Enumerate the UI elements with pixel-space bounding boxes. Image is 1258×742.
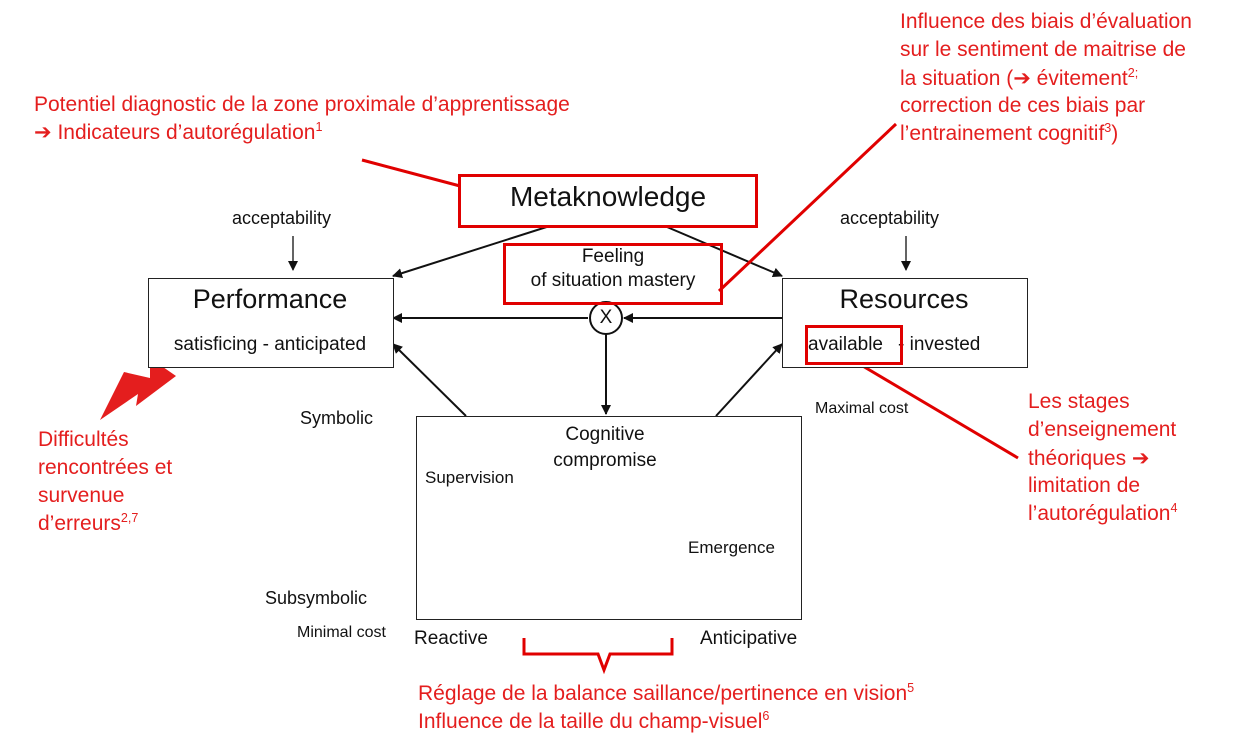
subsymbolic-label: Subsymbolic: [265, 588, 368, 608]
annotation-top-right-line4: correction de ces biais par: [900, 94, 1146, 117]
lightning-icon: [100, 358, 176, 420]
callout-line-metaknowledge: [361, 158, 461, 188]
resources-box: [782, 278, 1028, 368]
feeling-highlight: [503, 243, 723, 305]
annotation-right-line3: théoriques ➔: [1028, 447, 1150, 470]
callout-line-feeling: [717, 122, 898, 293]
bottom-brace: [522, 638, 674, 675]
annotation-right-line4: limitation de: [1028, 474, 1141, 497]
annotation-right-line5: l’autorégulation4: [1028, 501, 1178, 525]
annotation-left-line4: d’erreurs2,7: [38, 511, 139, 535]
cognitive-line1: Cognitive: [565, 424, 645, 445]
cognitive-line2: compromise: [553, 450, 657, 471]
resources-title: Resources: [839, 284, 969, 314]
arrow-right-icon: ➔: [34, 121, 52, 144]
performance-box: [148, 278, 394, 368]
available-highlight: [805, 325, 903, 365]
metaknowledge-highlight: [458, 174, 758, 228]
annotation-bottom-line1: Réglage de la balance saillance/pertinen…: [418, 681, 915, 705]
annotation-right-line2: d’enseignement: [1028, 418, 1177, 441]
resources-sub-rest: - invested: [898, 334, 981, 355]
reactive-label: Reactive: [414, 628, 488, 649]
compromise-to-performance-arrow: [392, 343, 467, 417]
supervision-label: Supervision: [425, 468, 514, 487]
annotation-bottom-line2: Influence de la taille du champ-visuel6: [418, 709, 770, 733]
metaknowledge-box: [460, 176, 758, 226]
annotation-left-line2: rencontrées et: [38, 456, 173, 479]
feeling-line2: of situation mastery: [530, 270, 696, 291]
performance-title: Performance: [192, 284, 348, 314]
feeling-line1: Feeling: [581, 246, 645, 267]
callout-line-available: [855, 360, 1019, 460]
metaknowledge-label: Metaknowledge: [509, 181, 707, 212]
performance-sub: satisficing - anticipated: [173, 334, 367, 355]
acceptability-left: acceptability: [232, 208, 332, 228]
multiply-symbol: X: [599, 307, 613, 328]
annotation-top-right-line3: la situation (➔ évitement2;: [900, 66, 1139, 90]
annotation-top-right-line2: sur le sentiment de maitrise de: [900, 38, 1186, 61]
anticipative-label: Anticipative: [700, 628, 798, 649]
symbolic-label: Symbolic: [300, 408, 374, 428]
emergence-label: Emergence: [688, 538, 775, 557]
annotation-top-left-line1: Potentiel diagnostic de la zone proximal…: [34, 93, 570, 116]
annotation-left-line3: survenue: [38, 484, 125, 507]
annotation-right-line1: Les stages: [1028, 390, 1130, 413]
annotation-top-right-line1: Influence des biais d’évaluation: [900, 10, 1192, 33]
arrow-right-icon: ➔: [1013, 67, 1031, 90]
annotation-top-left-line2: ➔ Indicateurs d’autorégulation1: [34, 120, 323, 144]
maximal-cost-label: Maximal cost: [815, 400, 909, 417]
arrow-right-icon: ➔: [1131, 447, 1150, 470]
annotation-top-right-line5: l’entrainement cognitif3): [900, 121, 1119, 145]
compromise-to-resources-arrow: [715, 343, 783, 417]
resources-sub-available: available: [808, 334, 883, 355]
meta-to-performance-arrow: [392, 223, 557, 279]
cognitive-compromise-box: [416, 416, 802, 620]
minimal-cost-label: Minimal cost: [297, 624, 386, 641]
acceptability-right: acceptability: [840, 208, 940, 228]
annotation-left-line1: Difficultés: [38, 428, 129, 451]
